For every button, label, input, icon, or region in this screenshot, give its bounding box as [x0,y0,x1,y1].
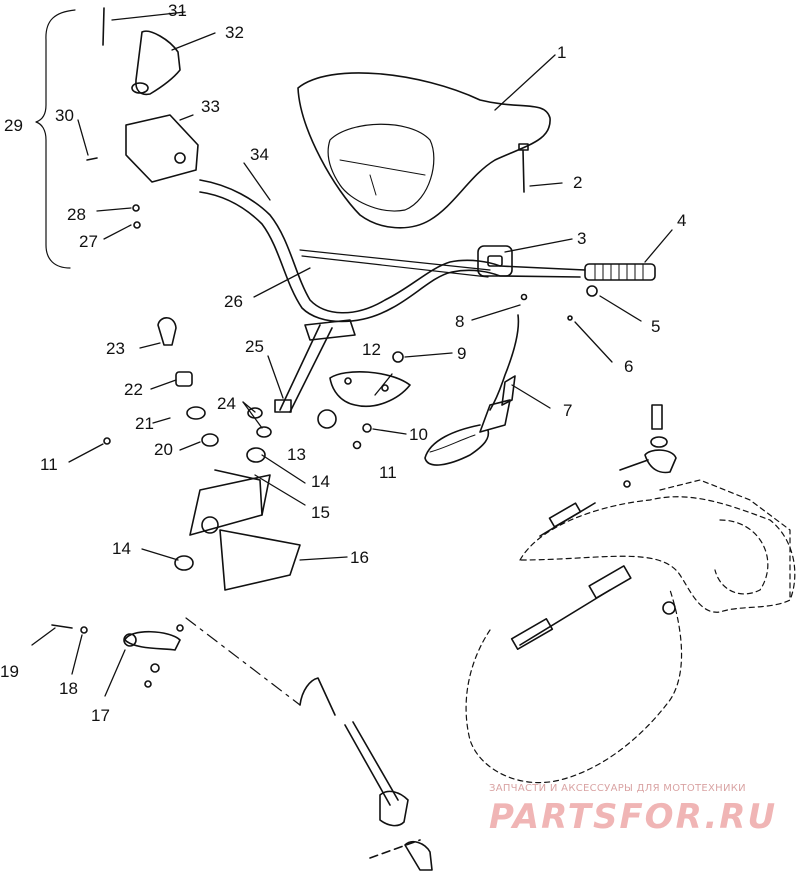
watermark-tagline: ЗАПЧАСТИ И АКСЕССУАРЫ ДЛЯ МОТОТЕХНИКИ [489,783,746,794]
shield-plate [329,371,411,408]
callout-17: 17 [91,706,110,725]
callout-27: 27 [79,232,98,251]
pad-screw [518,143,529,193]
throttle-screw [567,315,573,321]
callout-25: 25 [245,337,264,356]
nut-right [662,601,676,615]
callout-8: 8 [455,312,465,331]
handlebar [199,179,586,323]
washer-10 [362,423,372,433]
shield-screw [392,351,404,363]
callout-23: 23 [106,339,125,358]
callout-31: 31 [168,1,187,20]
callout-28: 28 [67,205,86,224]
watermark-logo: PARTSFOR.RU [489,797,778,837]
callout-16: 16 [350,548,369,567]
callout-34: 34 [250,145,269,164]
callout-2: 2 [573,173,583,192]
callout-5: 5 [651,317,661,336]
callout-12: 12 [362,340,381,359]
steering-support [174,469,301,591]
callout-15: 15 [311,503,330,522]
callout-13: 13 [287,445,306,464]
tether-switch [424,314,520,466]
steering-post [274,319,356,413]
grip-end-plug [586,285,598,297]
nut-11-left [103,437,111,445]
tie-rod-end [619,404,677,488]
kill-switch-screw [520,293,528,301]
callout-9: 9 [457,344,467,363]
callout-22: 22 [124,380,143,399]
throttle-cable [510,502,632,650]
handlebar-pad [297,72,551,229]
pitman-arm [51,624,184,688]
leader-lines [31,9,673,697]
callout-14a: 14 [112,539,131,558]
callout-21: 21 [135,414,154,433]
callout-20: 20 [154,440,173,459]
callout-14b: 14 [311,472,330,491]
post-fastener-stack [157,317,272,463]
bushing-13 [317,409,337,429]
callout-6: 6 [624,357,634,376]
callout-4: 4 [677,211,687,230]
callout-11b: 11 [379,463,397,482]
callout-29: 29 [4,116,23,135]
callout-18: 18 [59,679,78,698]
callout-33: 33 [201,97,220,116]
steering-cable [185,617,433,871]
handlebar-grip [584,263,656,281]
nut-11 [352,440,362,450]
callout-1: 1 [557,43,567,62]
engine-outline [465,479,796,784]
throttle-housing [477,245,513,277]
callout-24: 24 [217,394,236,413]
callout-3: 3 [577,229,587,248]
callout-32: 32 [225,23,244,42]
choke-assembly [86,7,199,229]
callout-7: 7 [563,401,573,420]
callout-26: 26 [224,292,243,311]
callout-19: 19 [0,662,19,681]
callout-10: 10 [409,425,428,444]
callout-30: 30 [55,106,74,125]
callout-11a: 11 [40,455,58,474]
